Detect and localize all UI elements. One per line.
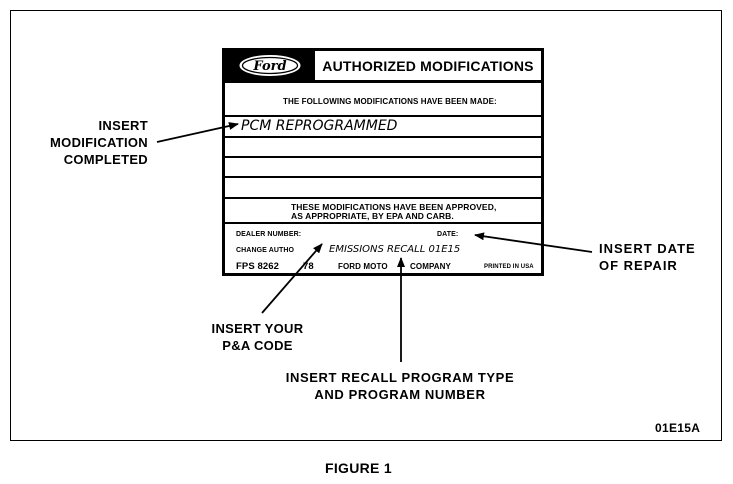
- ford-logo: Ford: [225, 51, 315, 80]
- callout-insert-modification: INSERT MODIFICATION COMPLETED: [20, 117, 148, 168]
- recall-entry: EMISSIONS RECALL 01E15: [329, 244, 461, 255]
- approved-line-2: AS APPROPRIATE, BY EPA AND CARB.: [291, 211, 454, 221]
- modification-line-2: [225, 138, 541, 158]
- arrow-to-modification: [156, 122, 239, 143]
- date-label: DATE:: [437, 231, 459, 238]
- callout-line: INSERT: [98, 118, 148, 133]
- callout-insert-recall: INSERT RECALL PROGRAM TYPE AND PROGRAM N…: [250, 369, 550, 403]
- callout-line: P&A CODE: [222, 338, 293, 353]
- company-name-tail: COMPANY: [410, 262, 451, 271]
- callout-line: COMPLETED: [63, 152, 148, 167]
- company-name: FORD MOTO: [338, 262, 388, 271]
- modification-line-1: PCM REPROGRAMMED: [225, 117, 541, 138]
- approved-row: THESE MODIFICATIONS HAVE BEEN APPROVED, …: [225, 199, 541, 224]
- figure-caption: FIGURE 1: [325, 460, 392, 476]
- callout-insert-date: INSERT DATE OF REPAIR: [599, 240, 719, 274]
- ford-logo-text: Ford: [252, 59, 286, 74]
- callout-line: AND PROGRAM NUMBER: [314, 387, 486, 402]
- modification-entry: PCM REPROGRAMMED: [241, 118, 398, 134]
- callout-line: INSERT YOUR: [211, 321, 304, 336]
- form-number-tail: 78: [303, 261, 314, 272]
- change-authorization-label: CHANGE AUTHO: [236, 247, 295, 254]
- callout-line: INSERT DATE: [599, 241, 696, 256]
- callout-line: MODIFICATION: [50, 135, 148, 150]
- modification-line-4: [225, 178, 541, 199]
- label-header: Ford AUTHORIZED MODIFICATIONS: [225, 51, 541, 83]
- callout-line: INSERT RECALL PROGRAM TYPE: [285, 370, 515, 385]
- figure-frame: [10, 10, 722, 441]
- following-text: THE FOLLOWING MODIFICATIONS HAVE BEEN MA…: [283, 97, 497, 106]
- modification-line-3: [225, 158, 541, 178]
- arrow-to-date: [474, 232, 593, 253]
- figure-code: 01E15A: [655, 421, 701, 435]
- label-title: AUTHORIZED MODIFICATIONS: [322, 58, 534, 74]
- callout-line: OF REPAIR: [599, 258, 678, 273]
- form-number: FPS 8262: [236, 261, 280, 272]
- following-row: THE FOLLOWING MODIFICATIONS HAVE BEEN MA…: [225, 83, 541, 117]
- approved-line-1: THESE MODIFICATIONS HAVE BEEN APPROVED,: [291, 202, 497, 212]
- callout-insert-pa-code: INSERT YOUR P&A CODE: [190, 320, 325, 354]
- arrow-to-pa-code: [261, 243, 323, 314]
- printed-in-usa: PRINTED IN USA: [484, 264, 534, 270]
- dealer-number-label: DEALER NUMBER:: [236, 231, 302, 238]
